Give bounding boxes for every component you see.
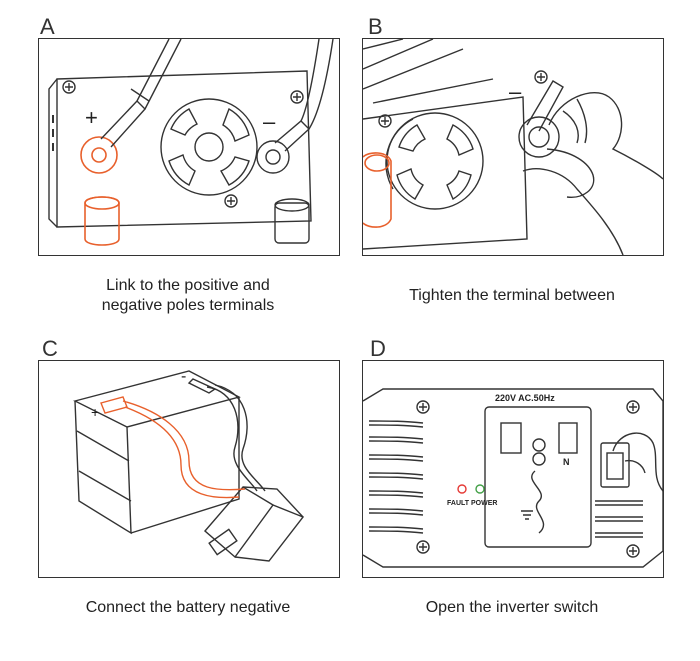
- fan-outer-ring: [386, 112, 484, 210]
- step-c-caption-line1: Connect the battery negative: [85, 599, 291, 616]
- step-a-caption-line1: Link to the positive and: [106, 277, 270, 294]
- negative-cable: [206, 386, 258, 492]
- step-b-caption: Tighten the terminal between: [362, 286, 662, 306]
- positive-sign: +: [85, 105, 98, 130]
- step-b-caption-line1: Tighten the terminal between: [409, 287, 615, 304]
- step-c-letter: C: [42, 336, 58, 361]
- step-d-panel: 220V AC.50Hz N FAULT POWER: [362, 360, 664, 578]
- step-a-caption: Link to the positive and negative poles …: [38, 276, 338, 316]
- power-switch: [600, 442, 630, 488]
- screw-icon: [534, 70, 548, 84]
- negative-sign: -: [181, 368, 186, 385]
- fault-label: FAULT: [447, 500, 470, 507]
- inverter-socket: [208, 528, 238, 556]
- step-d-letter: D: [370, 336, 386, 361]
- screw-icon: [416, 400, 430, 414]
- power-label: POWER: [471, 500, 497, 507]
- ac-socket-panel: [484, 406, 592, 548]
- socket-rating-label: 220V AC.50Hz: [495, 393, 555, 403]
- negative-sign: –: [509, 79, 522, 104]
- step-b-panel: –: [362, 38, 664, 256]
- step-a-illustration: + –: [48, 39, 334, 246]
- step-c-caption: Connect the battery negative: [38, 598, 338, 618]
- positive-clamp: [100, 396, 128, 414]
- step-a-letter: A: [40, 14, 55, 39]
- hand-outline: [548, 92, 663, 180]
- neutral-mark: N: [563, 457, 570, 467]
- fan-outer-ring: [160, 98, 258, 196]
- screw-icon: [224, 194, 238, 208]
- positive-cable: [122, 400, 246, 491]
- negative-sign: –: [263, 109, 276, 134]
- inverter-face: [56, 70, 312, 228]
- screw-icon: [626, 544, 640, 558]
- socket-left-slot: [500, 422, 522, 454]
- step-a-caption-line2: negative poles terminals: [101, 297, 275, 314]
- battery-top: [73, 370, 241, 428]
- screw-icon: [378, 114, 392, 128]
- step-c-panel: + -: [38, 360, 340, 578]
- step-d-caption: Open the inverter switch: [362, 598, 662, 618]
- step-d-illustration: 220V AC.50Hz N FAULT POWER: [363, 388, 663, 568]
- finger-outline: [612, 432, 663, 492]
- positive-clamp: [84, 196, 120, 246]
- positive-sign: +: [91, 404, 99, 420]
- fault-led: [457, 484, 467, 494]
- negative-terminal: [256, 140, 290, 174]
- positive-clamp: [363, 152, 392, 228]
- screw-icon: [416, 540, 430, 554]
- socket-earth-slot: [531, 470, 545, 534]
- screw-icon: [62, 80, 76, 94]
- screw-icon: [290, 90, 304, 104]
- screw-icon: [626, 400, 640, 414]
- power-led: [475, 484, 485, 494]
- step-c-illustration: + -: [73, 368, 305, 562]
- negative-terminal: [518, 116, 560, 158]
- step-b-illustration: –: [363, 39, 663, 255]
- step-b-letter: B: [368, 14, 383, 39]
- positive-terminal: [80, 136, 118, 174]
- step-a-panel: + –: [38, 38, 340, 256]
- step-d-caption-line1: Open the inverter switch: [425, 599, 599, 616]
- socket-right-slot: [558, 422, 578, 454]
